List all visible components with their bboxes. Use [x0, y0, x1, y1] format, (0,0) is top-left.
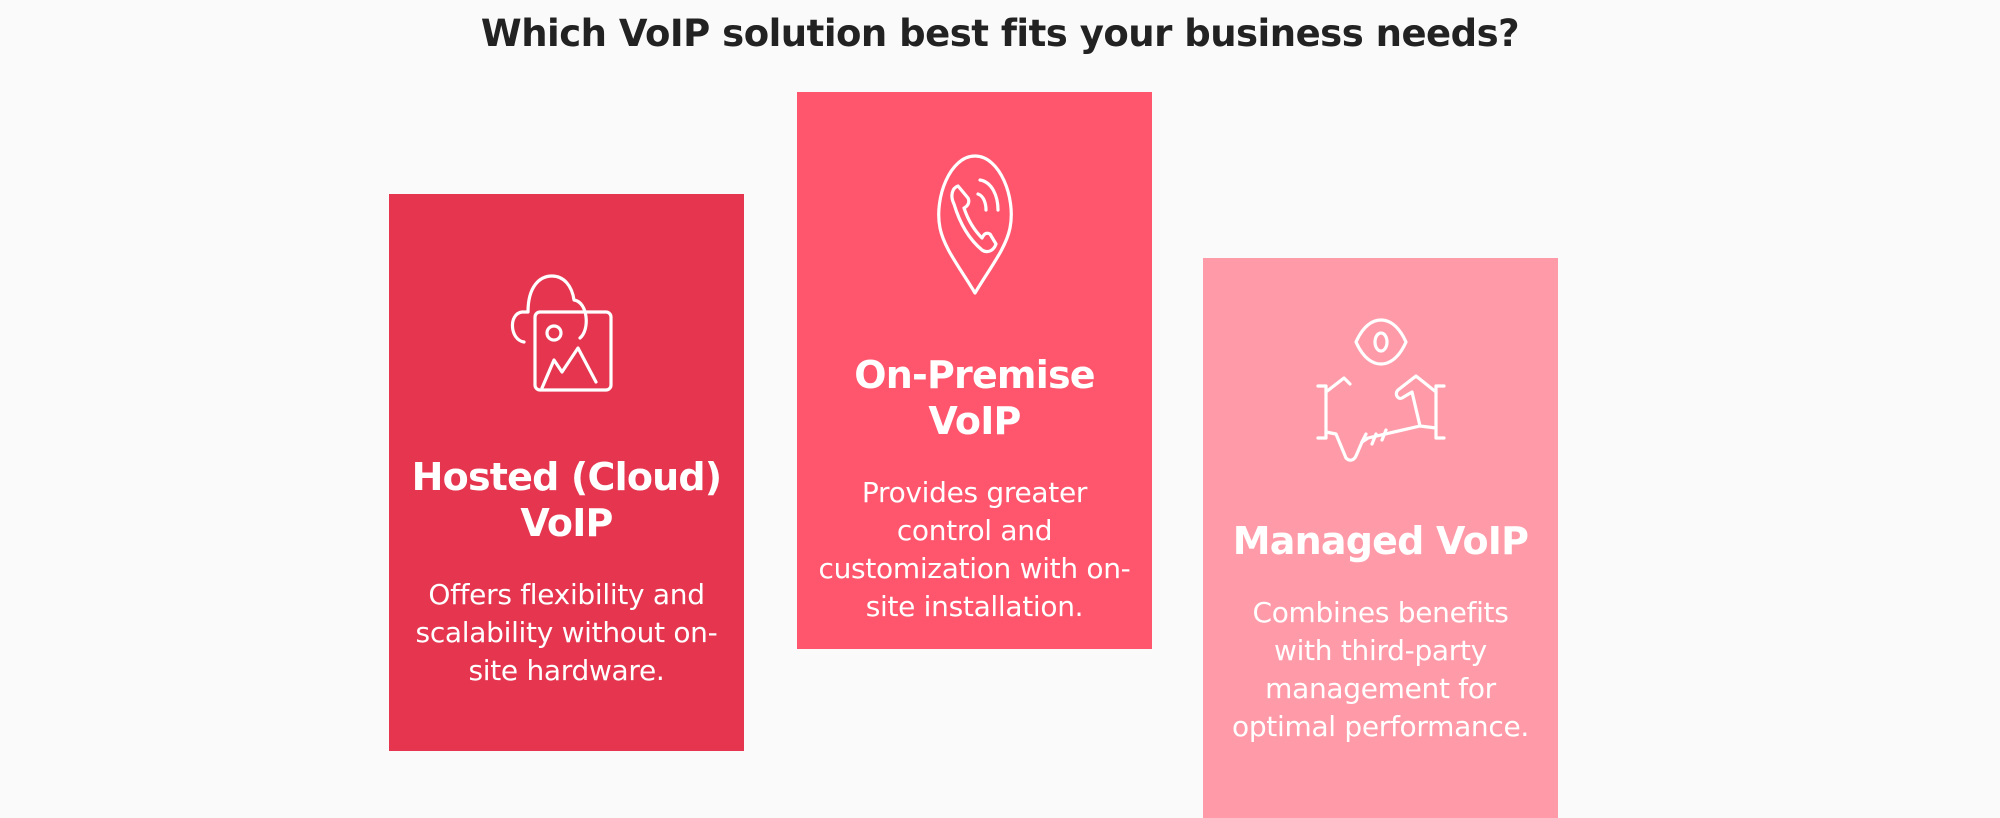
- eye-handshake-icon: [1306, 314, 1456, 464]
- card-description: Offers flexibility and scalability witho…: [415, 578, 718, 687]
- page-title: Which VoIP solution best fits your busin…: [480, 12, 1520, 55]
- card-heading: Hosted (Cloud) VoIP: [411, 455, 723, 545]
- card-description: Combines benefits with third-party manag…: [1232, 596, 1529, 743]
- cloud-image-icon: [492, 250, 642, 400]
- card-managed-voip: Managed VoIP Combines benefits with thir…: [1203, 258, 1558, 818]
- card-hosted-voip: Hosted (Cloud) VoIP Offers flexibility a…: [389, 194, 744, 751]
- phone-location-pin-icon: [900, 148, 1050, 298]
- card-heading: Managed VoIP: [1232, 519, 1529, 563]
- card-on-premise-voip: On-Premise VoIP Provides greater control…: [797, 92, 1152, 649]
- card-heading: On-Premise VoIP: [854, 353, 1095, 443]
- card-description: Provides greater control and customizati…: [818, 476, 1131, 623]
